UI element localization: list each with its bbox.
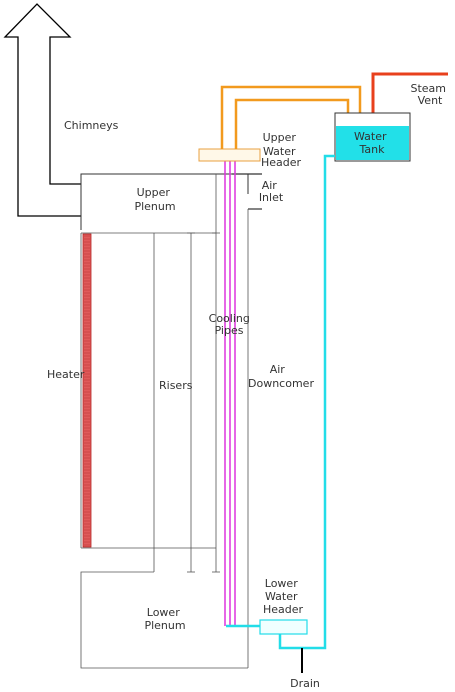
- heater-element-hatching: [84, 235, 90, 546]
- upper-water-header: [198, 148, 261, 162]
- heater-element: [82, 233, 92, 548]
- lower-plenum-outline: [80, 571, 248, 669]
- cooling-pipes-label: Cooling Pipes: [209, 312, 254, 337]
- hot-water-pipe-inner: [234, 98, 350, 149]
- air-inlet-label: Air Inlet: [259, 179, 284, 204]
- hot-water-pipe-outer: [220, 85, 362, 149]
- chimneys-label: Chimneys: [64, 119, 119, 132]
- cold-water-pipe: [278, 154, 335, 650]
- upper-water-header-label: Upper Water Header: [261, 131, 302, 169]
- water-tank-water: [336, 126, 409, 160]
- heater-label: Heater: [47, 368, 85, 381]
- lower-water-header: [259, 619, 308, 635]
- risers-label: Risers: [159, 379, 193, 392]
- steam-vent-label: Steam Vent: [410, 82, 449, 107]
- upper-plenum-wall: [80, 173, 249, 230]
- lower-plenum-label: Lower Plenum: [144, 606, 185, 632]
- water-tank-label: Water Tank: [354, 130, 390, 156]
- upper-plenum-label: Upper Plenum: [134, 186, 175, 213]
- lower-water-header-label: Lower Water Header: [263, 577, 304, 616]
- drain-label: Drain: [290, 677, 320, 690]
- air-downcomer-label: Air Downcomer: [248, 363, 314, 390]
- steam-vent-pipe: [371, 72, 448, 113]
- chimney-outline: [3, 3, 81, 217]
